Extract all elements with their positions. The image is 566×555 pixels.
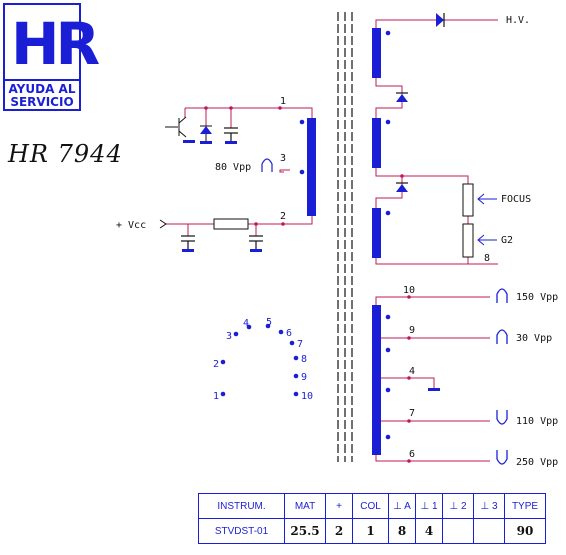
label-focus: FOCUS xyxy=(501,194,531,205)
spec-table: INSTRUM. MAT + COL ⊥ A ⊥ 1 ⊥ 2 ⊥ 3 TYPE … xyxy=(198,493,546,544)
capacitor-icon xyxy=(224,127,238,141)
pinout-label-6: 6 xyxy=(286,328,292,339)
spec-header-mat: MAT xyxy=(284,493,326,519)
logo-subtitle-line1: AYUDA AL xyxy=(8,82,76,96)
pin-label-6-sec: 6 xyxy=(409,449,415,460)
focus-potentiometer-icon xyxy=(462,183,474,217)
transistor-symbol xyxy=(165,116,187,138)
pulse-250vpp-icon xyxy=(496,450,508,465)
filter-capacitor-1 xyxy=(181,235,195,249)
label-250vpp: 250 Vpp xyxy=(516,457,558,468)
cascade-diode-1 xyxy=(396,92,408,102)
label-150vpp: 150 Vpp xyxy=(516,292,558,303)
spec-value-ground-1: 4 xyxy=(415,518,443,544)
spec-value-ground-3 xyxy=(473,518,505,544)
pinout-label-4: 4 xyxy=(243,318,249,329)
label-110vpp: 110 Vpp xyxy=(516,416,558,427)
logo-divider xyxy=(5,79,79,81)
pin-label-10-sec: 10 xyxy=(403,285,415,296)
pulse-110vpp-icon xyxy=(496,410,508,425)
pinout-diagram xyxy=(220,323,299,397)
damper-diode-icon xyxy=(200,125,212,144)
cascade-diode-2 xyxy=(396,182,408,192)
pinout-label-5: 5 xyxy=(266,317,272,328)
pinout-label-1: 1 xyxy=(213,391,219,402)
label-80vpp: 80 Vpp xyxy=(215,162,251,173)
spec-header-ground-1: ⊥ 1 xyxy=(415,493,443,519)
transformer-core xyxy=(337,12,353,462)
pinout-label-3: 3 xyxy=(226,331,232,342)
spec-value-mat: 25.5 xyxy=(284,518,326,544)
pulse-30vpp-icon xyxy=(496,329,508,344)
filter-capacitor-2 xyxy=(249,235,263,249)
pinout-label-8: 8 xyxy=(301,354,307,365)
spec-value-ground-a: 8 xyxy=(388,518,416,544)
pin-label-2: 2 xyxy=(280,211,286,222)
spec-header-plus: + xyxy=(325,493,353,519)
resistor-icon xyxy=(213,218,249,230)
pulse-80vpp-icon xyxy=(261,158,273,172)
vcc-input-arrow xyxy=(159,219,167,229)
spec-header-ground-2: ⊥ 2 xyxy=(442,493,474,519)
label-hv: H.V. xyxy=(506,15,530,26)
spec-header-col: COL xyxy=(352,493,389,519)
label-vcc: + Vcc xyxy=(116,220,146,231)
label-g2: G2 xyxy=(501,235,513,246)
hv-diode-icon xyxy=(436,13,445,27)
pin-label-8: 8 xyxy=(484,253,490,264)
g2-potentiometer-icon xyxy=(462,223,474,258)
brand-logo: HR AYUDA AL SERVICIO xyxy=(3,3,100,111)
logo-subtitle-line2: SERVICIO xyxy=(10,95,74,109)
spec-value-ground-2 xyxy=(442,518,474,544)
spec-value-type: 90 xyxy=(504,518,546,544)
pinout-label-7: 7 xyxy=(297,339,303,350)
pin-label-7-sec: 7 xyxy=(409,408,415,419)
model-title: HR 7944 xyxy=(8,140,123,168)
logo-subtitle: AYUDA AL SERVICIO xyxy=(5,83,79,109)
label-30vpp: 30 Vpp xyxy=(516,333,552,344)
spec-header-row: INSTRUM. MAT + COL ⊥ A ⊥ 1 ⊥ 2 ⊥ 3 TYPE xyxy=(198,493,546,519)
spec-values-row: STVDST-01 25.5 2 1 8 4 90 xyxy=(198,518,546,544)
hv-section xyxy=(372,13,498,265)
spec-value-plus: 2 xyxy=(325,518,353,544)
pinout-label-2: 2 xyxy=(213,359,219,370)
pulse-150vpp-icon xyxy=(496,288,508,303)
spec-header-ground-3: ⊥ 3 xyxy=(473,493,505,519)
pin-label-9-sec: 9 xyxy=(409,325,415,336)
spec-header-instrum: INSTRUM. xyxy=(198,493,285,519)
primary-winding xyxy=(159,106,316,252)
pinout-label-9: 9 xyxy=(301,372,307,383)
pin-label-3: 3 xyxy=(280,153,286,164)
secondary-winding xyxy=(372,288,508,465)
spec-value-instrum: STVDST-01 xyxy=(198,518,285,544)
pinout-label-10: 10 xyxy=(301,391,313,402)
spec-value-col: 1 xyxy=(352,518,389,544)
pin-label-4-sec: 4 xyxy=(409,366,415,377)
spec-header-type: TYPE xyxy=(504,493,546,519)
spec-header-ground-a: ⊥ A xyxy=(388,493,416,519)
pin-label-1: 1 xyxy=(280,96,286,107)
